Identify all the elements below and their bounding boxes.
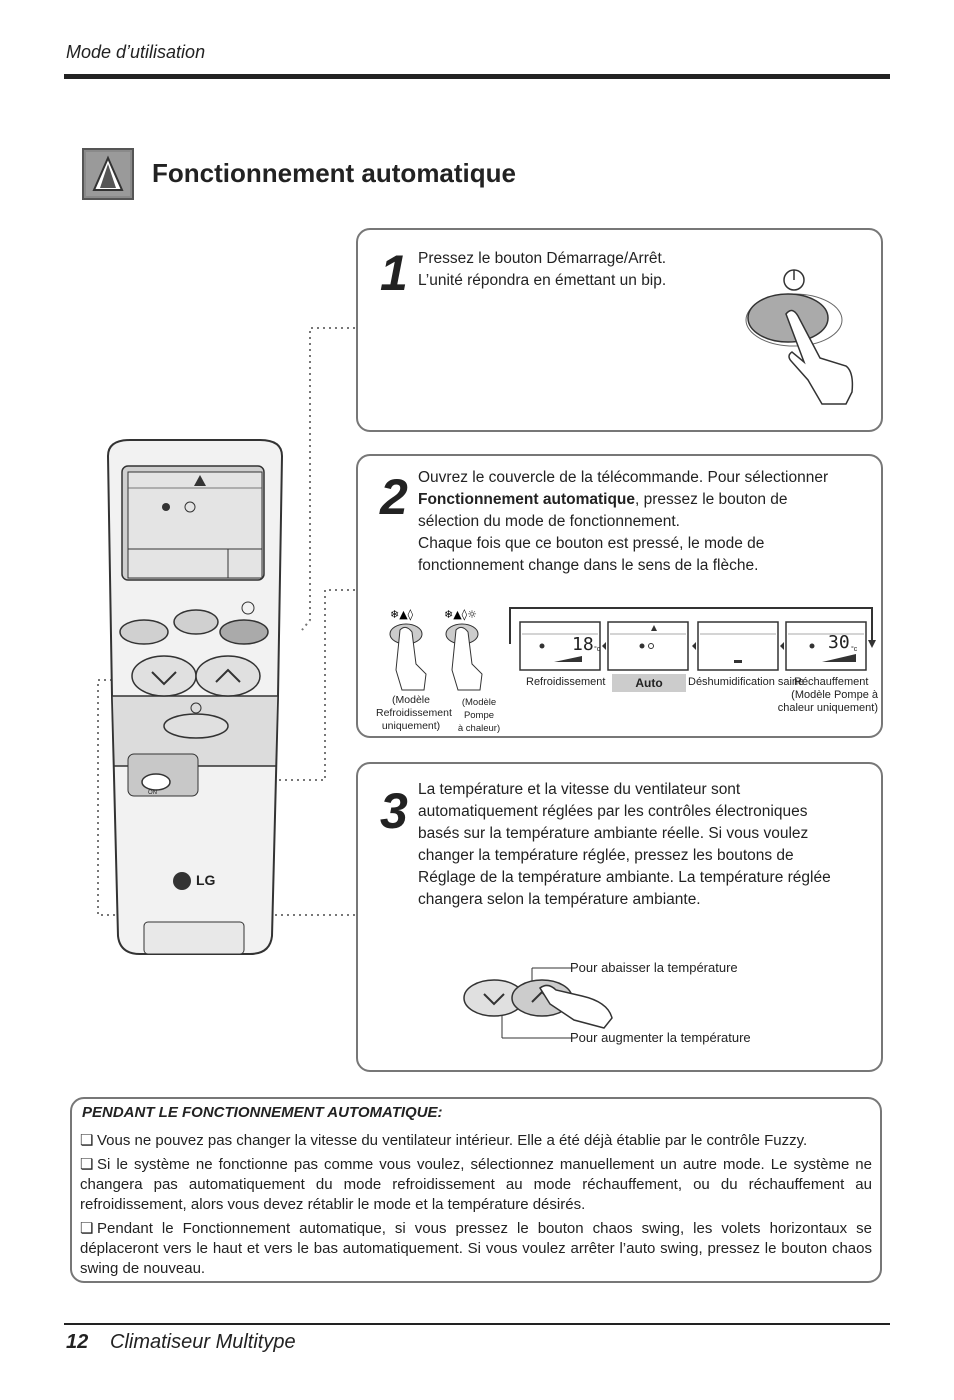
step-2-number: 2 bbox=[380, 469, 408, 525]
step-2-panel: 2 Ouvrez le couvercle de la télécommande… bbox=[356, 454, 883, 738]
note-text: Pendant le Fonctionnement automatique, s… bbox=[80, 1220, 872, 1277]
step-2-line-rest: , pressez le bouton de bbox=[635, 491, 788, 508]
remote-brand: LG bbox=[196, 872, 216, 888]
header-title: Mode d’utilisation bbox=[66, 42, 206, 62]
svg-text:❄▲◊☼: ❄▲◊☼ bbox=[444, 608, 477, 621]
notes-box bbox=[70, 1097, 882, 1283]
step-1-panel: 1 Pressez le bouton Démarrage/Arrêt. L’u… bbox=[356, 228, 883, 432]
mode-label-heat: Réchauffement bbox=[794, 676, 869, 688]
step-3-panel: 3 La température et la vitesse du ventil… bbox=[356, 762, 883, 1072]
temperature-buttons-illustration bbox=[463, 967, 613, 1039]
note-bullet: ❏ bbox=[80, 1132, 94, 1149]
note-text: Si le système ne fonctionne pas comme vo… bbox=[80, 1156, 872, 1213]
notes-title: PENDANT LE FONCTIONNEMENT AUTOMATIQUE: bbox=[82, 1104, 443, 1121]
header-rule bbox=[64, 74, 890, 79]
step-1-number: 1 bbox=[380, 245, 408, 301]
note-bullet: ❏ bbox=[80, 1156, 94, 1173]
auto-mode-icon bbox=[82, 148, 134, 200]
note-item: ❏Pendant le Fonctionnement automatique, … bbox=[80, 1219, 872, 1279]
svg-text:❄▲◊: ❄▲◊ bbox=[390, 608, 414, 621]
step-3-number: 3 bbox=[380, 783, 408, 839]
page-number: 12 bbox=[66, 1331, 89, 1353]
power-button-press-illustration bbox=[745, 269, 854, 405]
step-3-text: La température et la vitesse du ventilat… bbox=[418, 779, 868, 911]
mode-label-dry: Déshumidification saine bbox=[688, 676, 805, 688]
step-2-line: Chaque fois que ce bouton est pressé, le… bbox=[418, 535, 765, 552]
model-heat-caption: (Modèle Pompe à chaleur) bbox=[446, 696, 512, 735]
step-3-line: Réglage de la température ambiante. La t… bbox=[418, 869, 831, 886]
step-2-bold: Fonctionnement automatique bbox=[418, 491, 635, 508]
step-3-line: basés sur la température ambiante réelle… bbox=[418, 825, 809, 842]
step-3-line: automatiquement réglées par les contrôle… bbox=[418, 803, 808, 820]
step-2-line: fonctionnement change dans le sens de la… bbox=[418, 557, 759, 574]
heat-note-line: chaleur uniquement) bbox=[777, 702, 878, 714]
step-1-text: Pressez le bouton Démarrage/Arrêt. L’uni… bbox=[418, 248, 666, 292]
note-item: ❏Si le système ne fonctionne pas comme v… bbox=[80, 1155, 872, 1215]
note-bullet: ❏ bbox=[80, 1220, 94, 1237]
step-2-line: sélection du mode de fonctionnement. bbox=[418, 513, 680, 530]
step-2-line: Fonctionnement automatique, pressez le b… bbox=[418, 489, 868, 511]
step-3-line: La température et la vitesse du ventilat… bbox=[418, 781, 741, 798]
step-1-line: L’unité répondra en émettant un bip. bbox=[418, 272, 667, 289]
cool-temp-unit: °c bbox=[594, 646, 601, 653]
step-2-text: Ouvrez le couvercle de la télécommande. … bbox=[418, 467, 868, 577]
mode-button-illustrations: ❄▲◊ ❄▲◊☼ bbox=[389, 608, 483, 691]
mode-heat-note: (Modèle Pompe à chaleur uniquement) bbox=[776, 689, 878, 715]
heat-note-line: (Modèle Pompe à bbox=[791, 689, 878, 701]
footer-rule bbox=[64, 1323, 890, 1325]
section-title: Fonctionnement automatique bbox=[152, 158, 516, 188]
mode-label-cool: Refroidissement bbox=[526, 676, 606, 688]
step-2-line: Ouvrez le couvercle de la télécommande. … bbox=[418, 469, 829, 486]
caption-line: (Modèle Pompe bbox=[461, 697, 497, 721]
remote-on-label: ON bbox=[148, 790, 157, 796]
mode-label-auto: Auto bbox=[612, 674, 686, 692]
step-3-line: changer la température réglée, pressez l… bbox=[418, 847, 794, 864]
mode-cycle-diagram bbox=[509, 607, 876, 671]
step-3-line: changera selon la température ambiante. bbox=[418, 891, 701, 908]
step-1-line: Pressez le bouton Démarrage/Arrêt. bbox=[418, 250, 667, 267]
caption-line: Refroidissement bbox=[376, 707, 452, 719]
heat-temp-unit: °c bbox=[851, 646, 858, 653]
caption-line: uniquement) bbox=[381, 720, 441, 732]
label-temp-down: Pour abaisser la température bbox=[570, 960, 738, 975]
cool-temp-display: 18 bbox=[572, 634, 594, 655]
footer-title: Climatiseur Multitype bbox=[110, 1331, 296, 1353]
caption-line: à chaleur) bbox=[457, 723, 501, 734]
remote-control: LG ON bbox=[100, 436, 290, 958]
caption-line: (Modèle bbox=[392, 694, 430, 706]
note-text: Vous ne pouvez pas changer la vitesse du… bbox=[97, 1132, 808, 1149]
note-item: ❏Vous ne pouvez pas changer la vitesse d… bbox=[80, 1131, 872, 1151]
label-temp-up: Pour augmenter la température bbox=[570, 1030, 751, 1045]
model-cool-caption: (Modèle Refroidissement uniquement) bbox=[376, 694, 452, 733]
heat-temp-display: 30 bbox=[828, 632, 850, 653]
